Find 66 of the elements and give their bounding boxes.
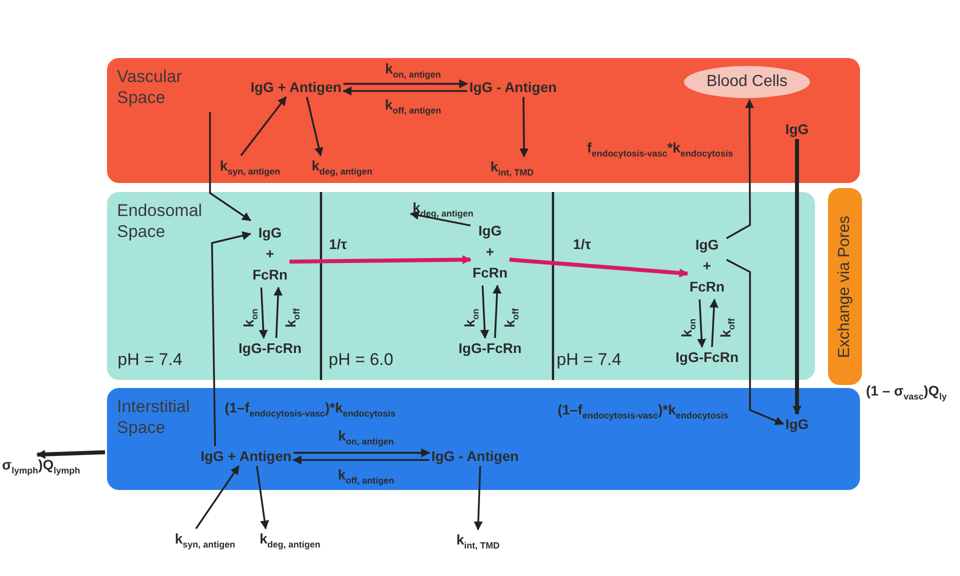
species-label: IgG-FcRn xyxy=(458,340,522,356)
arrow xyxy=(274,286,283,338)
ph-label: pH = 6.0 xyxy=(328,350,394,370)
edge-label: (1 – σ$_{vasc}$)Q$_{ly}$ xyxy=(866,382,947,402)
edge-label: f$_{endocytosis-vasc}$*k$_{endocytosis}$ xyxy=(587,140,733,158)
arrow xyxy=(726,258,784,425)
arrow xyxy=(293,448,430,458)
species-label: IgG + Antigen xyxy=(250,79,342,95)
edge-label: 1/τ xyxy=(329,236,347,252)
species-label: IgG + FcRn xyxy=(252,222,288,286)
blood-cells-ellipse: Blood Cells xyxy=(684,66,810,98)
ph-label: pH = 7.4 xyxy=(118,350,182,370)
arrow xyxy=(289,255,472,264)
rate-constant: k$_{deg, antigen}$ xyxy=(312,158,372,176)
rate-constant: k$_{int, TMD}$ xyxy=(456,532,500,550)
arrow xyxy=(480,285,490,339)
edge-label: (1–f$_{endocytosis-vasc}$)*k$_{endocytosis}$ xyxy=(558,402,728,420)
compartment-band xyxy=(107,388,860,490)
arrow xyxy=(410,210,471,226)
species-label: IgG - Antigen xyxy=(431,448,519,464)
arrow xyxy=(697,299,706,348)
arrow xyxy=(211,231,252,446)
species-label: IgG-FcRn xyxy=(676,349,738,365)
species-label: IgG xyxy=(785,121,809,137)
arrow xyxy=(209,112,252,222)
arrow xyxy=(240,96,287,156)
edge-label: k$_{off, antigen}$ xyxy=(338,466,394,486)
arrow xyxy=(36,450,106,459)
arrow xyxy=(343,79,468,88)
arrow xyxy=(256,466,270,530)
flow-rate-label: σ$_{lymph}$)Q$_{lymph}$ xyxy=(2,456,80,476)
species-label: IgG-FcRn xyxy=(238,340,302,356)
edge-label: k$_{off, antigen}$ xyxy=(384,96,442,116)
arrow xyxy=(520,97,529,158)
edge-label: 1/τ xyxy=(573,236,591,252)
compartment-band xyxy=(107,58,860,183)
species-label: IgG - Antigen xyxy=(469,79,557,95)
species-label: IgG + FcRn xyxy=(472,220,508,284)
arrow xyxy=(195,465,240,530)
ph-label: pH = 7.4 xyxy=(556,350,622,370)
rate-constant: k$_{deg, antigen}$ xyxy=(260,530,320,550)
arrow xyxy=(492,284,502,338)
band-title: Endosomal Space xyxy=(117,200,204,242)
rate-constant: k$_{syn, antigen}$ xyxy=(220,158,280,176)
arrow xyxy=(792,139,802,415)
compartment-band xyxy=(107,192,815,380)
arrow xyxy=(306,96,324,156)
arrow xyxy=(258,287,268,339)
edge-label: (1–f$_{endocytosis-vasc}$)*k$_{endocytosis}$ xyxy=(224,400,396,418)
arrow xyxy=(509,258,688,278)
arrow xyxy=(710,298,718,348)
arrow xyxy=(342,86,468,96)
arrow xyxy=(726,99,754,240)
rate-constant: k$_{int, TMD}$ xyxy=(490,158,534,178)
arrow xyxy=(474,466,483,530)
species-label: IgG + FcRn xyxy=(690,234,724,298)
exchange-box: Exchange via Pores xyxy=(828,188,862,385)
band-title: Vascular Space xyxy=(117,66,183,108)
rate-constant: k$_{deg, antigen}$ xyxy=(412,200,474,218)
arrow xyxy=(292,456,430,464)
edge-label: k$_{on, antigen}$ xyxy=(338,428,394,446)
edge-label: k$_{on, antigen}$ xyxy=(385,60,441,80)
band-title: Interstitial Space xyxy=(117,396,191,438)
species-label: IgG xyxy=(785,416,809,432)
species-label: IgG + Antigen xyxy=(200,448,292,464)
rate-constant: k$_{syn, antigen}$ xyxy=(174,530,236,550)
